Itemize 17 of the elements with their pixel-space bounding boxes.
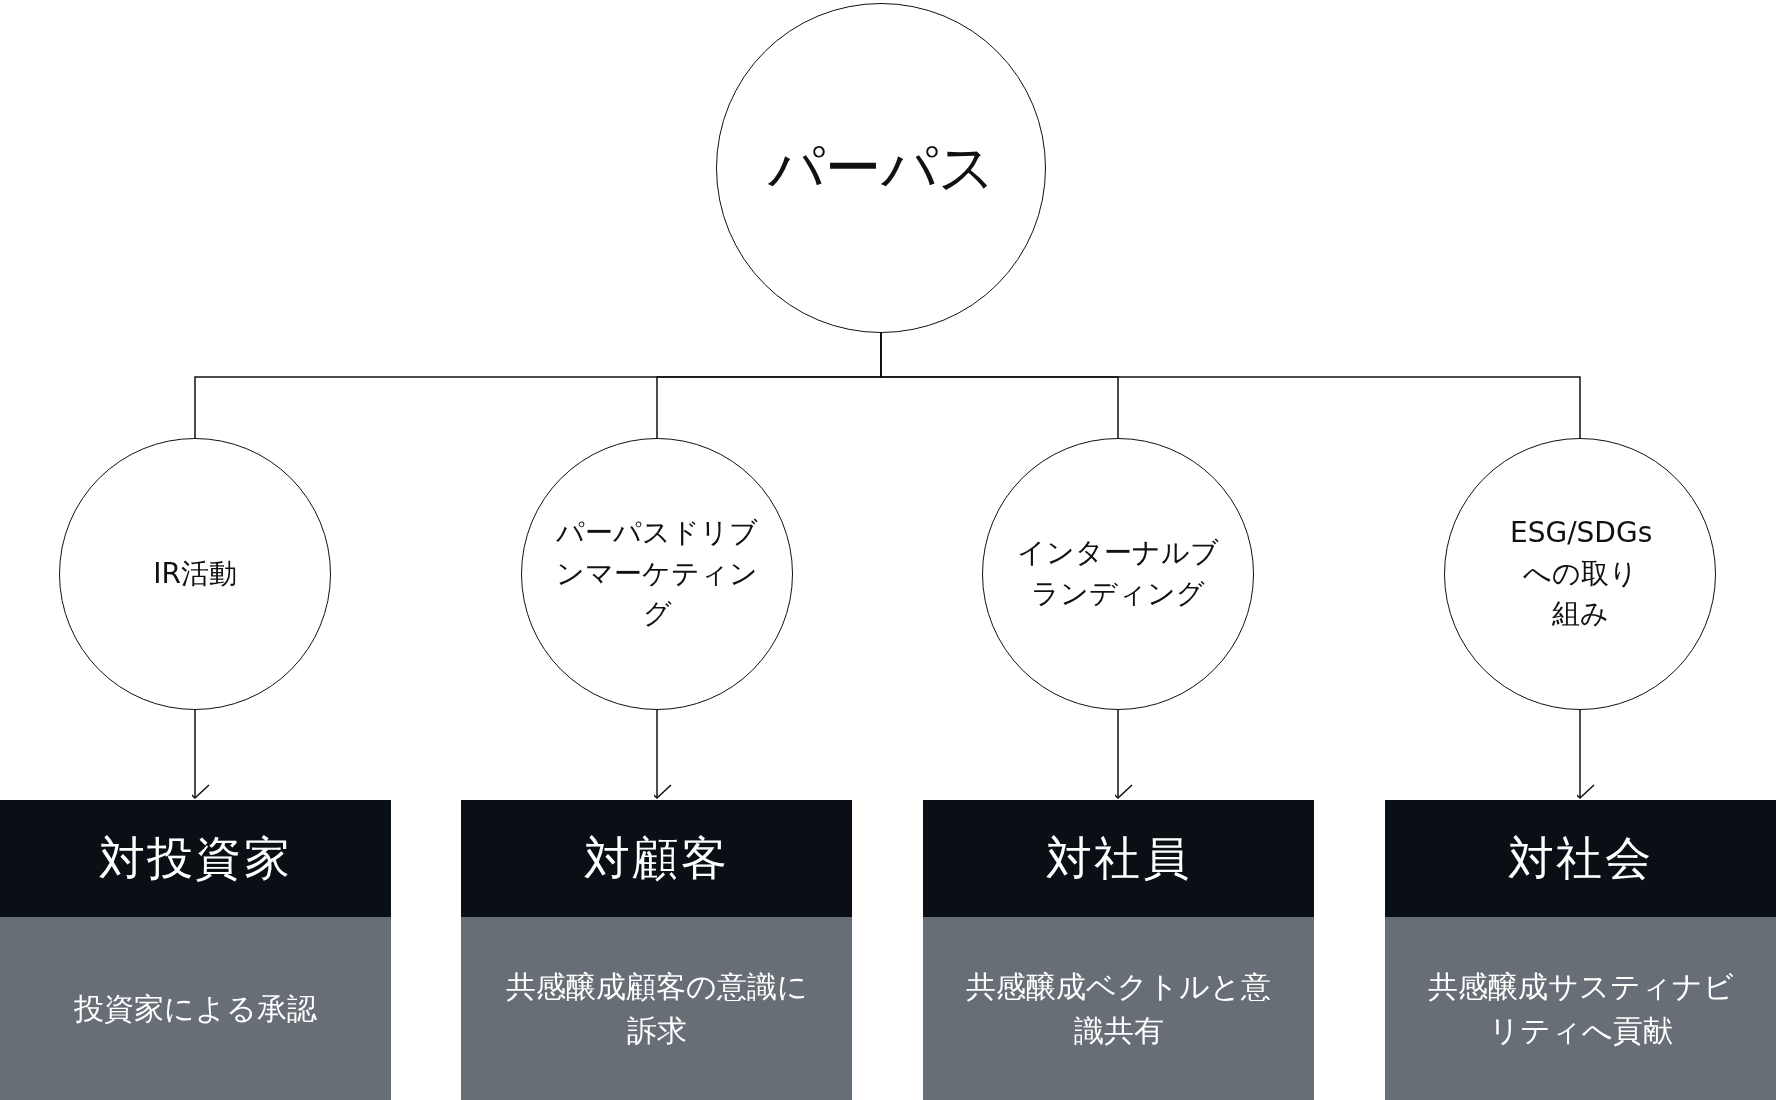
card-title: 対社員	[1046, 830, 1191, 887]
card-description: 投資家による承認	[74, 989, 317, 1028]
node-label: パーパスドリブンマーケティング	[555, 515, 759, 633]
category-card	[0, 800, 391, 1100]
node-label: パーパス	[767, 134, 995, 202]
card-title: 対顧客	[584, 830, 729, 887]
card-title: 対社会	[1508, 830, 1653, 887]
card-title: 対投資家	[98, 830, 293, 887]
category-card	[1385, 800, 1776, 1100]
card-description: 共感醸成サスティナビリティへ貢献	[1426, 968, 1735, 1050]
card-description: 共感醸成ベクトルと意識共有	[965, 968, 1272, 1050]
node-label: ESG/SDGsへの取り組み	[1510, 515, 1650, 633]
category-card	[461, 800, 852, 1100]
node-label: インターナルブランディング	[1016, 535, 1220, 612]
card-description: 共感醸成顧客の意識に訴求	[504, 968, 809, 1050]
category-card	[923, 800, 1314, 1100]
node-label: IR活動	[153, 555, 237, 592]
